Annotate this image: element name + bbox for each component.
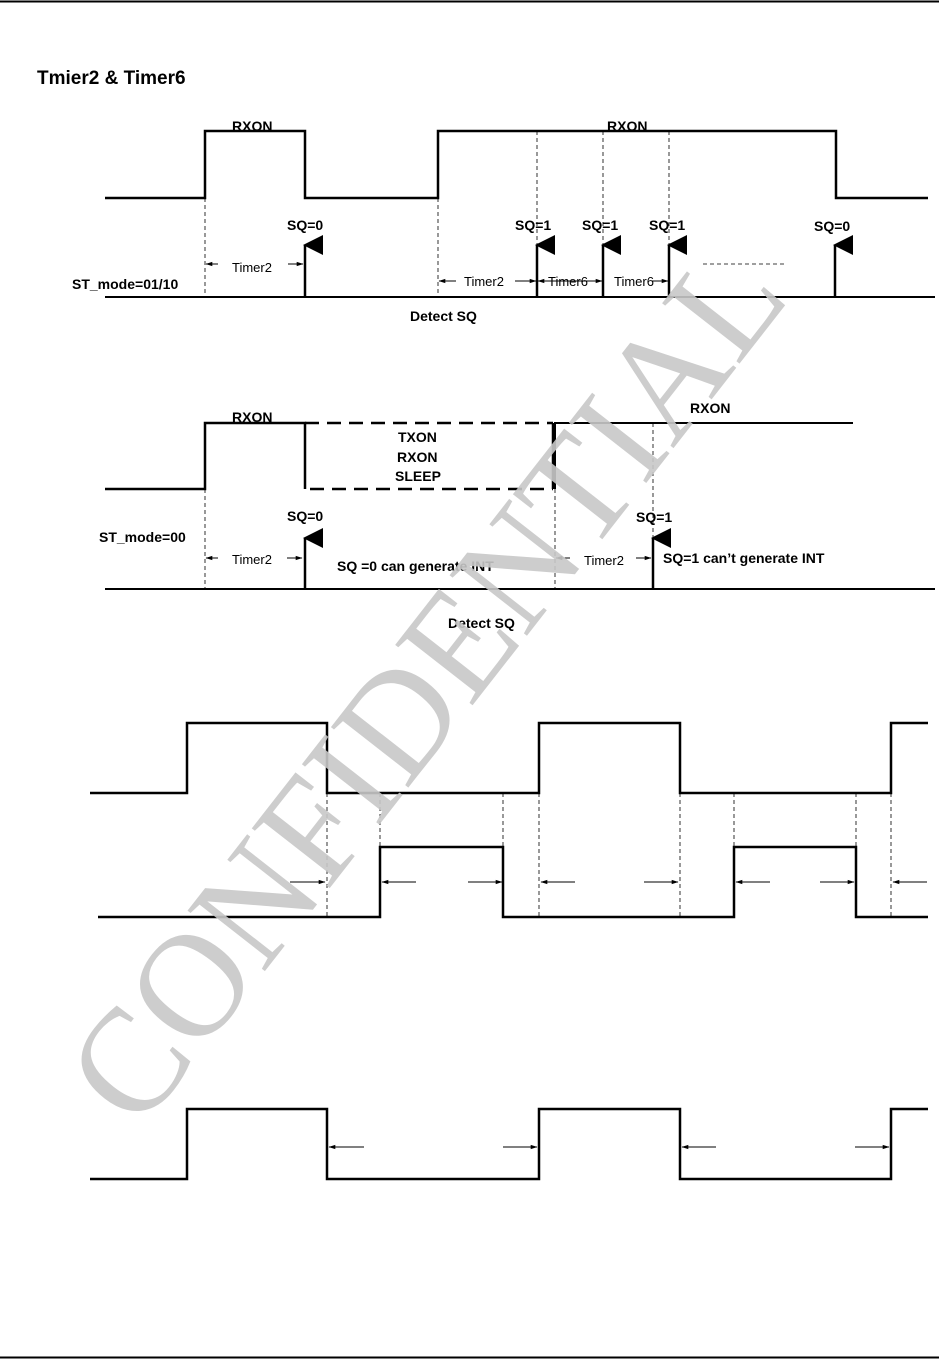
timer-label: Timer6 [614, 274, 654, 289]
rxon-waveform-2-left [105, 421, 307, 491]
mode-label: ST_mode=01/10 [72, 276, 178, 292]
detect-label: Detect SQ [448, 615, 515, 631]
sq-label: SQ=0 [287, 508, 323, 524]
diagram-4 [90, 1107, 928, 1181]
sq-label: SQ=0 [287, 217, 323, 233]
detect-label: Detect SQ [410, 308, 477, 324]
confidential-watermark: CONFIDENTIAL [34, 215, 817, 1152]
sq-label: SQ=0 [814, 218, 850, 234]
note-label: SQ =0 can generate INT [337, 558, 494, 574]
timer-label: Timer6 [548, 274, 588, 289]
state-label-txon: TXON [398, 429, 437, 445]
diagram-3 [90, 721, 928, 919]
sq-label: SQ=1 [649, 217, 685, 233]
rxon-waveform-1 [105, 129, 928, 200]
section-title: Tmier2 & Timer6 [37, 68, 186, 89]
rxon-waveform-2-right [554, 422, 853, 489]
upper-waveform-3 [90, 721, 928, 795]
rxon-label: RXON [232, 118, 272, 134]
rxon-label: RXON [232, 409, 272, 425]
sq-label: SQ=1 [582, 217, 618, 233]
timer-label: Timer2 [232, 552, 272, 567]
waveform-4 [90, 1107, 928, 1181]
timer-label: Timer2 [584, 553, 624, 568]
svg-text:CONFIDENTIAL: CONFIDENTIAL [34, 215, 817, 1152]
rxon-label: RXON [690, 400, 730, 416]
sq-label: SQ=1 [636, 509, 672, 525]
mode-label: ST_mode=00 [99, 529, 186, 545]
diagram-1: RXON RXON SQ=0 SQ=1 SQ=1 SQ=1 SQ=0 Timer… [72, 118, 935, 324]
diagram-2: RXON RXON TXON RXON SLEEP SQ=0 SQ=1 Time… [99, 400, 935, 631]
timer-label: Timer2 [232, 260, 272, 275]
state-label-sleep: SLEEP [395, 468, 441, 484]
note-label: SQ=1 can’t generate INT [663, 550, 825, 566]
sq-label: SQ=1 [515, 217, 551, 233]
timer-label: Timer2 [464, 274, 504, 289]
rxon-label: RXON [607, 118, 647, 134]
state-label-rxon: RXON [397, 449, 437, 465]
lower-waveform-3 [98, 845, 928, 919]
